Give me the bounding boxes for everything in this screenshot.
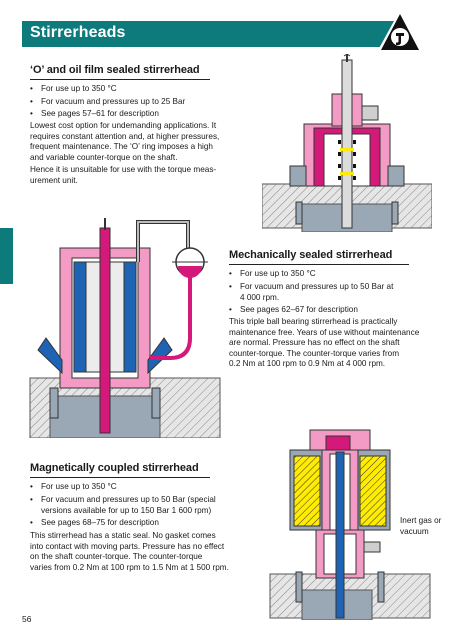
bullet-item: See pages 68–75 for description xyxy=(30,517,240,528)
bullet-item: For use up to 350 °C xyxy=(229,268,439,279)
text-line: 0.2 Nm at 100 rpm to 0.9 Nm at 4 000 rpm… xyxy=(229,359,386,369)
brand-logo-icon xyxy=(377,10,423,52)
magnetic-description: This stirrerhead has a static seal. No g… xyxy=(30,531,245,573)
mechanical-stirrerhead-drawing xyxy=(29,218,221,438)
bullet-item: For vacuum and pressures up to 50 Bar (s… xyxy=(30,494,240,505)
text-line: varies from 0.2 Nm at 100 rpm to 1.5 Nm … xyxy=(30,562,229,572)
header-bar: Stirrerheads xyxy=(22,21,404,47)
section-side-tab xyxy=(0,228,13,284)
page-title: Stirrerheads xyxy=(30,24,126,41)
callout-line: Inert gas or xyxy=(400,516,442,525)
text-line: and variable counter-torque on the shaft… xyxy=(30,152,178,162)
text-line: maintenance free. Years of use without m… xyxy=(229,327,420,337)
text-line: Hence it is unsuitable for use with the … xyxy=(30,165,217,175)
bullet-item: See pages 57–61 for description xyxy=(30,108,240,119)
bullet-item: See pages 62–67 for description xyxy=(229,304,439,315)
magnetic-stirrerhead-drawing xyxy=(269,429,431,620)
magnetic-bullets: For use up to 350 °C For vacuum and pres… xyxy=(30,481,240,530)
o-ring-description: Lowest cost option for undemanding appli… xyxy=(30,121,245,187)
page-number: 56 xyxy=(22,614,32,624)
text-line: requires constant attention and, at high… xyxy=(30,131,220,141)
text-line: frequent maintenance. The ‘O’ ring impos… xyxy=(30,142,213,152)
bullet-item-continuation: versions available for up to 150 Bar 1 6… xyxy=(41,505,212,515)
bullet-item: For vacuum and pressures up to 50 Bar at xyxy=(229,281,439,292)
mechanical-description: This triple ball bearing stirrerhead is … xyxy=(229,317,444,370)
text-line: into contact with moving parts. Pressure… xyxy=(30,541,225,551)
section-title-magnetic: Magnetically coupled stirrerhead xyxy=(30,462,210,478)
bullet-item: For vacuum and pressures up to 25 Bar xyxy=(30,96,240,107)
text-line: counter-torque. The counter-torque varie… xyxy=(229,348,400,358)
bullet-item: For use up to 350 °C xyxy=(30,83,240,94)
section-title-mechanical: Mechanically sealed stirrerhead xyxy=(229,249,409,265)
text-line: This triple ball bearing stirrerhead is … xyxy=(229,317,398,326)
bullet-item-continuation: 4 000 rpm. xyxy=(240,292,280,302)
callout-line: vacuum xyxy=(400,527,429,536)
o-ring-stirrerhead-drawing xyxy=(262,54,432,232)
o-ring-bullets: For use up to 350 °C For vacuum and pres… xyxy=(30,83,240,121)
text-line: This stirrerhead has a static seal. No g… xyxy=(30,531,216,540)
text-line: urement unit. xyxy=(30,175,78,185)
mechanical-bullets: For use up to 350 °C For vacuum and pres… xyxy=(229,268,439,317)
inert-gas-callout: Inert gas or vacuum xyxy=(400,515,441,537)
section-title-o-ring: ‘O’ and oil film sealed stirrerhead xyxy=(30,64,210,80)
text-line: on the shaft counter-torque. The counter… xyxy=(30,552,203,562)
bullet-item: For use up to 350 °C xyxy=(30,481,240,492)
text-line: are normal. Pressure has no effect on th… xyxy=(229,338,400,348)
text-line: Lowest cost option for undemanding appli… xyxy=(30,121,217,130)
